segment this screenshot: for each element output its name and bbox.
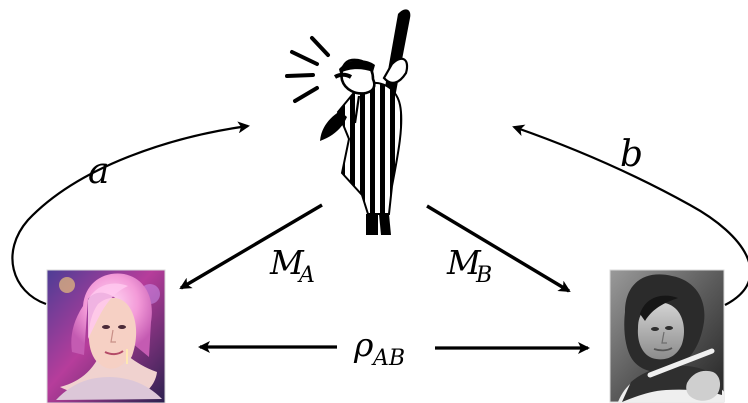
label-a: a	[88, 151, 109, 192]
label-b: b	[620, 134, 643, 175]
label-m-a: M A	[269, 243, 315, 288]
bob-photo	[609, 269, 725, 403]
referee-figure	[285, 9, 411, 235]
label-m-b: M B	[446, 243, 492, 288]
label-rho-ab: ρ AB	[353, 325, 405, 371]
label-rho-base: ρ	[353, 325, 374, 364]
label-rho-sub: AB	[371, 346, 405, 371]
right-loop-arrow	[512, 124, 748, 306]
label-m-a-sub: A	[297, 263, 315, 288]
left-loop-arrow	[11, 121, 250, 306]
alice-photo	[46, 269, 166, 403]
m-a-arrow	[179, 203, 323, 290]
m-b-arrow	[426, 204, 571, 293]
label-m-b-base: M	[446, 243, 482, 282]
label-m-a-base: M	[269, 243, 305, 282]
label-m-b-sub: B	[475, 263, 492, 288]
